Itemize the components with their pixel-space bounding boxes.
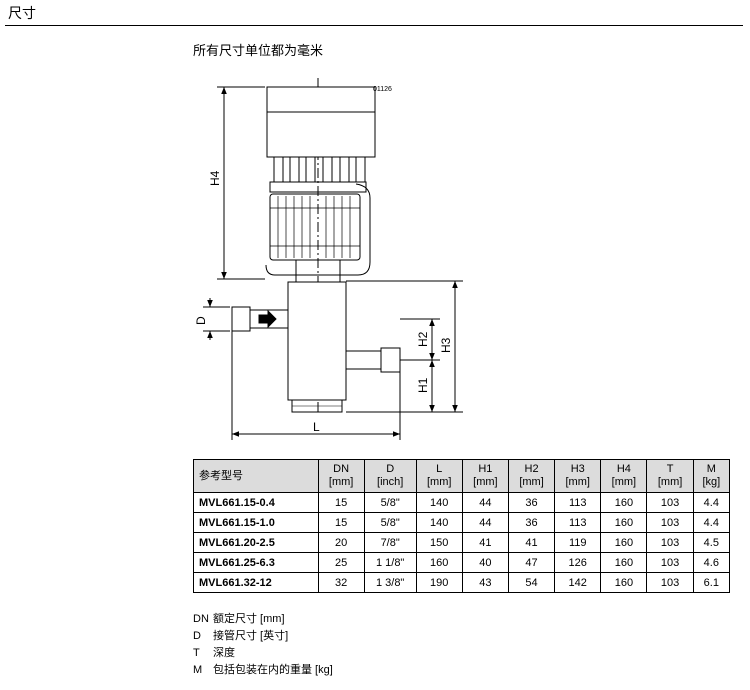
outlet-pipe (380, 347, 401, 373)
table-row: MVL661.32-12 32 1 3/8" 190 43 54 142 160… (193, 572, 731, 593)
col-header-h4: H4[mm] (600, 459, 648, 493)
col-header-dn: DN[mm] (317, 459, 365, 493)
table-row: MVL661.15-1.0 15 5/8" 140 44 36 113 160 … (193, 512, 731, 533)
label-h2: H2 (416, 331, 430, 347)
actuator-housing (266, 86, 376, 158)
section-title: 尺寸 (8, 5, 36, 21)
legend: DN 额定尺寸 [mm] D 接管尺寸 [英寸] T 深度 M 包括包装在内的重… (193, 611, 333, 679)
bracket (265, 183, 371, 276)
inlet-pipe (231, 306, 251, 332)
drawing-number: 01126 (373, 86, 392, 93)
col-header-m: M[kg] (692, 459, 731, 493)
valve-dimension-drawing: 01126 H4 D H2 H3 H1 L (194, 78, 463, 440)
table-row: MVL661.20-2.5 20 7/8" 150 41 41 119 160 … (193, 532, 731, 553)
label-l: L (313, 420, 320, 434)
table-row: MVL661.25-6.3 25 1 1/8" 160 40 47 126 16… (193, 552, 731, 573)
dimensions-table: 参考型号 DN[mm] D[inch] L[mm] H1[mm] H2[mm] … (193, 459, 731, 593)
table-row: MVL661.15-0.4 15 5/8" 140 44 36 113 160 … (193, 492, 731, 513)
col-header-t: T[mm] (646, 459, 694, 493)
col-header-l: L[mm] (415, 459, 463, 493)
flow-arrow-icon (258, 309, 277, 329)
legend-item: M 包括包装在内的重量 [kg] (193, 664, 333, 676)
legend-item: DN 额定尺寸 [mm] (193, 613, 285, 625)
label-h3: H3 (439, 337, 453, 353)
legend-item: D 接管尺寸 [英寸] (193, 630, 289, 642)
section-divider (5, 25, 743, 26)
col-header-h2: H2[mm] (507, 459, 556, 493)
col-header-model: 参考型号 (193, 459, 319, 493)
col-header-h1: H1[mm] (461, 459, 509, 493)
label-d: D (194, 316, 208, 325)
knurled-nut (269, 193, 361, 261)
legend-item: T 深度 (193, 647, 235, 659)
col-header-d: D[inch] (363, 459, 417, 493)
col-header-h3: H3[mm] (554, 459, 602, 493)
label-h4: H4 (208, 170, 222, 186)
valve-body (287, 281, 347, 401)
label-h1: H1 (416, 377, 430, 393)
table-header-row: 参考型号 DN[mm] D[inch] L[mm] H1[mm] H2[mm] … (193, 459, 731, 493)
units-note: 所有尺寸单位都为毫米 (193, 43, 324, 58)
